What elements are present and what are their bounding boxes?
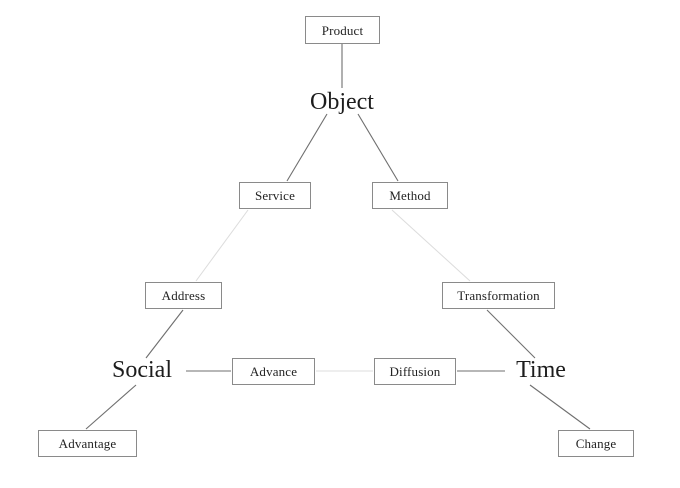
node-box-method[interactable]: Method (372, 182, 448, 209)
node-box-label-diffusion: Diffusion (389, 364, 441, 379)
edge-method-transformation (391, 209, 471, 282)
node-box-product[interactable]: Product (305, 16, 380, 44)
node-box-label-advance: Advance (249, 364, 298, 379)
edge-service-address (195, 209, 249, 282)
vertex-object[interactable]: Object (272, 85, 412, 119)
vertex-time[interactable]: Time (471, 353, 611, 387)
node-box-label-service: Service (254, 188, 296, 203)
node-box-label-transformation: Transformation (457, 288, 540, 303)
node-box-advance[interactable]: Advance (232, 358, 315, 385)
edge-object-method (357, 113, 399, 182)
edge-time-change (529, 384, 591, 430)
node-box-address[interactable]: Address (145, 282, 222, 309)
node-box-service[interactable]: Service (239, 182, 311, 209)
edge-address-social (145, 309, 184, 359)
node-box-label-advantage: Advantage (58, 436, 117, 451)
node-box-label-address: Address (161, 288, 206, 303)
vertex-label-object: Object (310, 89, 374, 115)
node-box-label-method: Method (389, 188, 431, 203)
node-box-label-change: Change (575, 436, 617, 451)
vertex-label-time: Time (516, 357, 566, 383)
node-box-diffusion[interactable]: Diffusion (374, 358, 456, 385)
node-box-advantage[interactable]: Advantage (38, 430, 137, 457)
edge-transformation-time (486, 309, 536, 359)
node-box-transformation[interactable]: Transformation (442, 282, 555, 309)
vertex-label-social: Social (112, 357, 172, 383)
vertex-social[interactable]: Social (72, 353, 212, 387)
node-box-label-product: Product (321, 22, 364, 38)
edge-object-service (286, 113, 328, 182)
edge-social-advantage (85, 384, 137, 430)
node-box-change[interactable]: Change (558, 430, 634, 457)
